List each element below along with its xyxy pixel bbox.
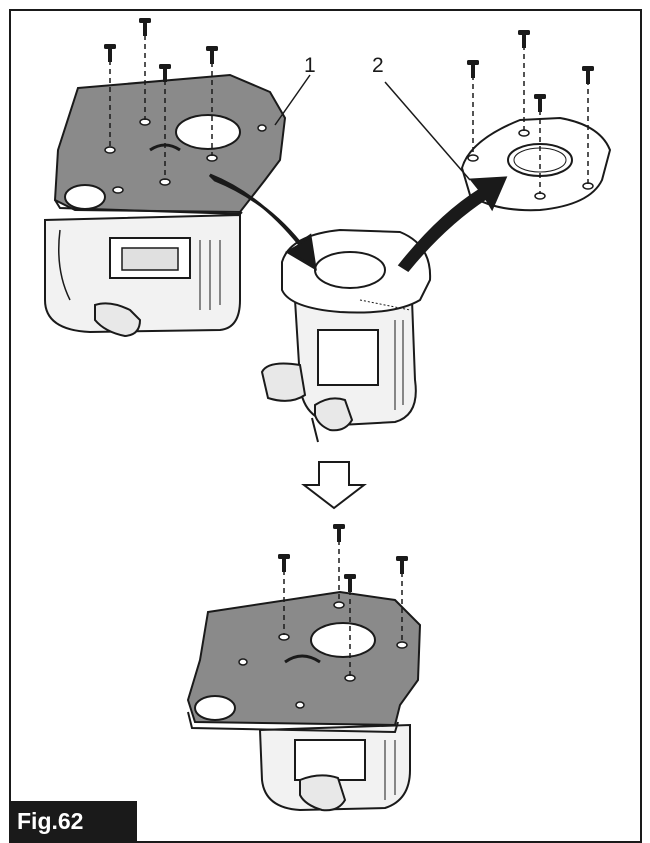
callout-1-leader (274, 74, 311, 126)
router-base-top-left (44, 213, 241, 338)
down-arrow-icon (301, 461, 367, 510)
screws-top-left (104, 18, 218, 180)
screws-bottom (278, 524, 408, 676)
arrow-remove-plate-1 (208, 173, 317, 271)
figure-label: Fig.62 (9, 801, 137, 841)
callout-2: 2 (372, 54, 384, 77)
router-base-center (260, 228, 432, 443)
callout-2-leader (384, 81, 471, 181)
base-plate-1 (53, 73, 287, 216)
callout-1: 1 (304, 54, 316, 77)
arrow-attach-plate-2 (397, 176, 508, 272)
base-plate-installed (186, 590, 422, 734)
screws-top-right (467, 30, 594, 194)
router-base-assembled (258, 723, 411, 812)
